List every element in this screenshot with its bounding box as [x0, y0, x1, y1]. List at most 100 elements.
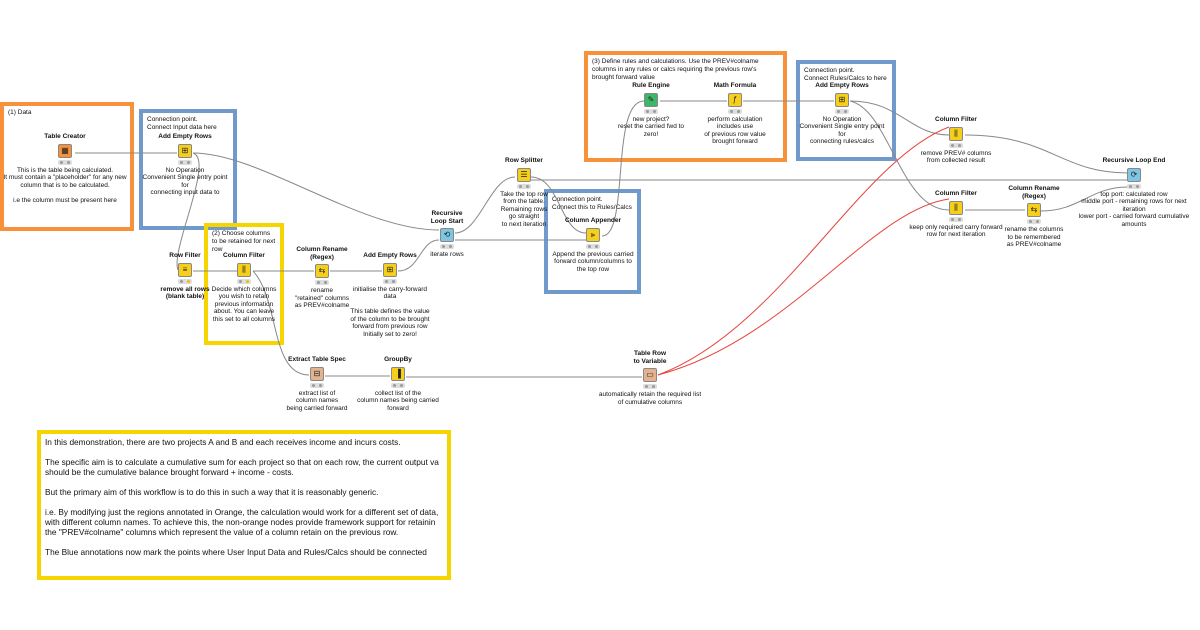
loop-end-icon: ⟳	[1127, 167, 1141, 182]
node-column-appender[interactable]: Column Appender ⫸ Append the previous ca…	[550, 217, 636, 273]
loop-start-icon: ⟲	[440, 228, 454, 242]
node-description: top port: calculated row middle port - r…	[1078, 190, 1190, 228]
description-paragraph: In this demonstration, there are two pro…	[45, 437, 401, 447]
link-splitter-to-appender	[530, 176, 587, 234]
node-status	[315, 280, 329, 285]
add-rows-icon: ⊞	[178, 143, 192, 158]
node-description: perform calculation includes use of prev…	[704, 115, 766, 146]
node-status	[383, 278, 397, 284]
node-column-filter-1[interactable]: Column Filter ⫼ Decide which columns you…	[208, 252, 280, 323]
node-title: Rule Engine	[632, 82, 670, 89]
link-addrows3-to-colfilter3	[849, 100, 950, 211]
node-groupby[interactable]: GroupBy ▐ collect list of the column nam…	[355, 356, 441, 412]
node-description: keep only required carry forward row for…	[909, 223, 1003, 239]
node-math-formula[interactable]: Math Formula ƒ perform calculation inclu…	[699, 82, 771, 146]
node-description: Take the top row from the table. Remaini…	[500, 190, 548, 228]
node-extract-table-spec[interactable]: Extract Table Spec ⊟ extract list of col…	[280, 356, 354, 412]
node-description: collect list of the column names being c…	[357, 389, 439, 412]
node-description: No Operation Convenient Single entry poi…	[799, 115, 885, 146]
row-filter-icon: ≡	[178, 262, 192, 277]
node-status	[391, 382, 405, 388]
node-title: Recursive Loop Start	[430, 210, 464, 225]
node-status	[586, 243, 600, 249]
node-description: Append the previous carried forward colu…	[552, 250, 634, 273]
column-appender-icon: ⫸	[586, 227, 600, 242]
add-rows-icon: ⊞	[835, 92, 849, 107]
node-title: Add Empty Rows	[158, 133, 212, 140]
node-title: Add Empty Rows	[363, 252, 417, 259]
node-column-rename-2[interactable]: Column Rename (Regex) ⇆ rename the colum…	[998, 185, 1070, 249]
node-description: new project? reset the carried fwd to ze…	[617, 115, 685, 138]
node-description: iterate rows	[430, 251, 464, 258]
node-add-empty-rows-2[interactable]: Add Empty Rows ⊞ initialise the carry-fo…	[348, 252, 432, 338]
node-title: Table Row to Variable	[633, 350, 667, 365]
node-title: Row Splitter	[505, 157, 543, 164]
node-title: Column Appender	[564, 217, 622, 224]
node-description: automatically retain the required list o…	[598, 391, 702, 406]
workflow-description: In this demonstration, there are two pro…	[37, 430, 451, 580]
node-column-filter-3[interactable]: Column Filter ⫼ keep only required carry…	[906, 190, 1006, 239]
column-rename-icon: ⇆	[315, 264, 329, 278]
node-table-creator[interactable]: Table Creator ▦ This is the table being …	[2, 133, 128, 204]
node-row-splitter[interactable]: Row Splitter ☰ Take the top row from the…	[494, 157, 554, 228]
description-paragraph: The Blue annotations now mark the points…	[45, 547, 427, 557]
node-title: Recursive Loop End	[1102, 157, 1166, 164]
math-formula-icon: ƒ	[728, 92, 742, 107]
link-addrows3-to-colfilter2	[849, 100, 950, 136]
node-rule-engine[interactable]: Rule Engine ✎ new project? reset the car…	[610, 82, 692, 138]
node-table-row-to-variable[interactable]: Table Row to Variable ▭ automatically re…	[596, 350, 704, 406]
annotation-define-rules: (3) Define rules and calculations. Use t…	[584, 51, 787, 162]
node-title: Table Creator	[44, 133, 86, 140]
node-status	[58, 159, 72, 165]
link-addrows2-to-loopstart	[397, 239, 440, 272]
link-loopstart-to-splitter	[454, 176, 516, 234]
node-row-filter[interactable]: Row Filter ≡ remove all rows (blank tabl…	[155, 252, 215, 301]
link-appender-to-rule	[601, 100, 645, 237]
node-column-rename-1[interactable]: Column Rename (Regex) ⇆ rename "retained…	[287, 246, 357, 310]
node-title: GroupBy	[384, 356, 412, 363]
node-column-filter-2[interactable]: Column Filter ⫼ remove PREV# columns fro…	[910, 116, 1002, 165]
node-recursive-loop-start[interactable]: Recursive Loop Start ⟲ iterate rows	[420, 210, 474, 259]
node-title: Row Filter	[169, 252, 201, 259]
node-recursive-loop-end[interactable]: Recursive Loop End ⟳ top port: calculate…	[1070, 157, 1198, 228]
node-status	[237, 278, 251, 284]
column-filter-icon: ⫼	[237, 262, 251, 277]
node-status	[1127, 183, 1141, 189]
link-rename2-to-loopend	[1040, 186, 1129, 212]
description-paragraph: i.e. By modifying just the regions annot…	[45, 507, 439, 537]
link-addrows-to-rowfilter	[176, 152, 200, 271]
flowvar-link-2	[657, 198, 950, 376]
node-description: This is the table being calculated. It m…	[3, 166, 127, 204]
annotation-data: (1) Data	[0, 102, 134, 231]
node-add-empty-rows-3[interactable]: Add Empty Rows ⊞ No Operation Convenient…	[798, 82, 886, 146]
link-colfilter-to-spec	[252, 270, 310, 376]
annotation-connect-rules-right: Connection point. Connect Rules/Calcs to…	[796, 60, 896, 161]
node-status	[440, 244, 454, 249]
table-row-variable-icon: ▭	[643, 368, 657, 382]
node-status	[310, 382, 324, 388]
description-paragraph: The specific aim is to calculate a cumul…	[45, 457, 439, 477]
row-splitter-icon: ☰	[517, 167, 531, 182]
node-status	[728, 108, 742, 114]
node-status	[949, 216, 963, 222]
description-paragraph: But the primary aim of this workflow is …	[45, 487, 379, 497]
node-title: Column Filter	[935, 116, 977, 123]
node-title: Math Formula	[713, 82, 757, 89]
node-status	[835, 108, 849, 114]
node-status	[1027, 219, 1041, 224]
node-title: Column Rename (Regex)	[296, 246, 348, 261]
rule-engine-icon: ✎	[644, 92, 658, 107]
node-description: remove PREV# columns from collected resu…	[920, 149, 992, 165]
table-creator-icon: ▦	[58, 143, 72, 158]
node-description: initialise the carry-forward data This t…	[350, 285, 430, 338]
node-status	[178, 159, 192, 165]
groupby-icon: ▐	[391, 366, 405, 381]
node-description: remove all rows (blank table)	[160, 285, 210, 301]
node-add-empty-rows-1[interactable]: Add Empty Rows ⊞ No Operation Convenient…	[140, 133, 230, 197]
column-rename-icon: ⇆	[1027, 203, 1041, 217]
table-spec-icon: ⊟	[310, 366, 324, 381]
flowvar-link-1	[657, 126, 950, 376]
node-title: Column Filter	[223, 252, 265, 259]
node-description: rename "retained" columns as PREV#colnam…	[294, 287, 350, 309]
